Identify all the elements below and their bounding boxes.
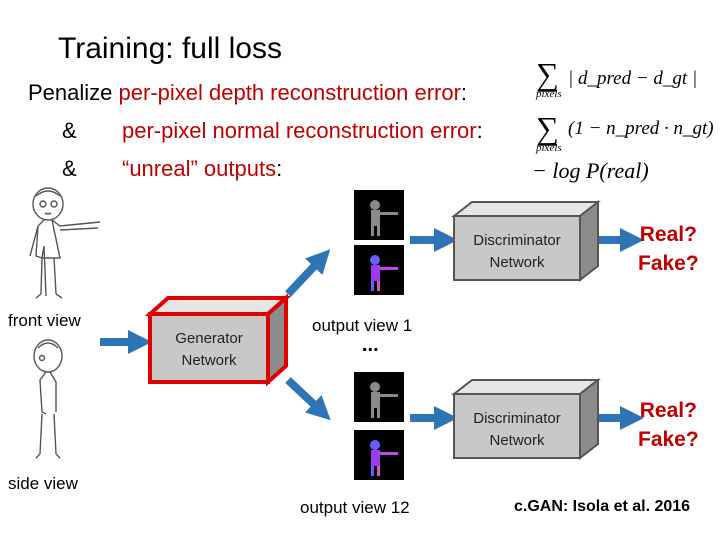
depth-expression-text: | d_pred − d_gt | bbox=[568, 68, 698, 89]
penalize-lead: Penalize bbox=[28, 80, 113, 105]
penalize-line-3: “unreal” outputs: bbox=[122, 156, 283, 181]
verdict-2-fake: Fake? bbox=[638, 428, 699, 451]
normal-error-expression: (1 − n_pred · n_gt) bbox=[568, 118, 714, 140]
colored-figure-icon bbox=[370, 255, 398, 291]
gray-figure-icon bbox=[370, 382, 398, 418]
generator-label: Generator Network bbox=[150, 328, 268, 372]
discriminator-network-box-1 bbox=[451, 199, 601, 283]
generator-label-line2: Network bbox=[181, 352, 237, 369]
normal-error-equation: ∑ pixels bbox=[536, 112, 562, 154]
pixels-subscript-1: pixels bbox=[536, 88, 562, 100]
output12-depth-thumbnail bbox=[354, 372, 404, 422]
output1-depth-thumbnail bbox=[354, 190, 404, 240]
discriminator-1-label-line2: Network bbox=[489, 254, 545, 271]
verdict-2-real: Real? bbox=[639, 399, 697, 422]
generator-label-line1: Generator bbox=[175, 330, 243, 347]
discriminator-network-box-2 bbox=[451, 377, 601, 461]
generator-to-output1-arrow bbox=[285, 249, 331, 297]
output-view-12-label: output view 12 bbox=[300, 498, 410, 517]
generator-to-output12-arrow bbox=[285, 377, 331, 421]
output-view-1-label: output view 1 bbox=[312, 316, 413, 335]
sum-symbol-2: ∑ bbox=[536, 110, 559, 146]
depth-error-equation: ∑ pixels bbox=[536, 58, 562, 100]
penalize-amp-2: & bbox=[62, 156, 77, 181]
discriminator-1-label-line1: Discriminator bbox=[473, 232, 561, 249]
sum-symbol-1: ∑ bbox=[536, 56, 559, 92]
pixels-subscript-2: pixels bbox=[536, 142, 562, 154]
output-ellipsis: ... bbox=[362, 334, 379, 356]
normal-expression-text: (1 − n_pred · n_gt) bbox=[568, 118, 714, 139]
output1-normal-thumbnail bbox=[354, 245, 404, 295]
gray-figure-icon bbox=[370, 200, 398, 236]
discriminator-2-label: Discriminator Network bbox=[454, 408, 580, 452]
slide-title: Training: full loss bbox=[58, 32, 282, 65]
discriminator-2-label-line2: Network bbox=[489, 432, 545, 449]
verdict-1-fake: Fake? bbox=[638, 252, 699, 275]
unreal-expression-text: − log P(real) bbox=[532, 158, 649, 183]
verdict-1-real: Real? bbox=[639, 223, 697, 246]
depth-error-term: per-pixel depth reconstruction error bbox=[118, 80, 461, 105]
verdict-2: Real? Fake? bbox=[638, 396, 699, 454]
citation: c.GAN: Isola et al. 2016 bbox=[514, 498, 691, 515]
discriminator-1-label: Discriminator Network bbox=[454, 230, 580, 274]
colored-figure-icon bbox=[370, 440, 398, 476]
penalize-line-1: Penalize per-pixel depth reconstruction … bbox=[28, 80, 468, 105]
penalize-line-2: per-pixel normal reconstruction error: bbox=[122, 118, 483, 143]
side-view-label: side view bbox=[8, 474, 78, 493]
front-view-label: front view bbox=[8, 311, 81, 330]
depth-error-expression: | d_pred − d_gt | bbox=[568, 68, 697, 90]
output12-normal-thumbnail bbox=[354, 430, 404, 480]
unreal-term: “unreal” outputs bbox=[122, 156, 277, 181]
verdict-1: Real? Fake? bbox=[638, 220, 699, 278]
discriminator-2-label-line1: Discriminator bbox=[473, 410, 561, 427]
unreal-equation: − log P(real) bbox=[532, 158, 649, 184]
side-view-sketch bbox=[33, 339, 63, 459]
generator-network-box bbox=[144, 293, 292, 387]
normal-error-term: per-pixel normal reconstruction error bbox=[122, 118, 477, 143]
penalize-amp-1: & bbox=[62, 118, 77, 143]
front-view-sketch bbox=[29, 187, 101, 299]
